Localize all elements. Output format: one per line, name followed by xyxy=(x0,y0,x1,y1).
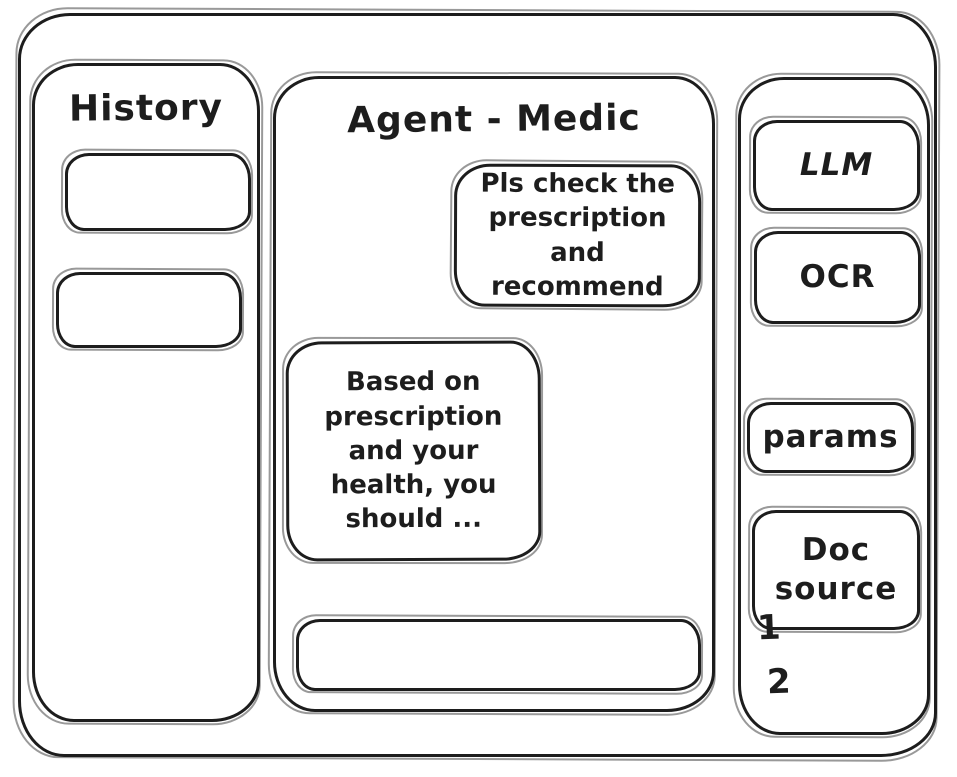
user-message-bubble: Pls check the prescription and recommend xyxy=(453,163,702,308)
tools-sidebar: LLM OCR params Doc source 1 2 xyxy=(738,77,930,735)
chat-panel: Agent - Medic Pls check the prescription… xyxy=(273,76,715,712)
doc-source-button[interactable]: Doc source xyxy=(752,510,920,630)
chat-input-box xyxy=(296,619,701,691)
params-button[interactable]: params xyxy=(747,402,914,473)
history-sidebar: History xyxy=(32,63,260,722)
history-item-1[interactable] xyxy=(65,153,251,231)
llm-button[interactable]: LLM xyxy=(753,120,920,211)
history-title: History xyxy=(68,87,224,130)
chat-title: Agent - Medic xyxy=(347,97,641,142)
doc-source-item-1: 1 xyxy=(756,607,782,649)
doc-source-item-2: 2 xyxy=(766,661,792,703)
chat-input[interactable] xyxy=(299,622,698,688)
history-item-2[interactable] xyxy=(56,272,242,348)
assistant-message-bubble: Based on prescription and your health, y… xyxy=(285,340,542,562)
ocr-button[interactable]: OCR xyxy=(754,231,921,324)
